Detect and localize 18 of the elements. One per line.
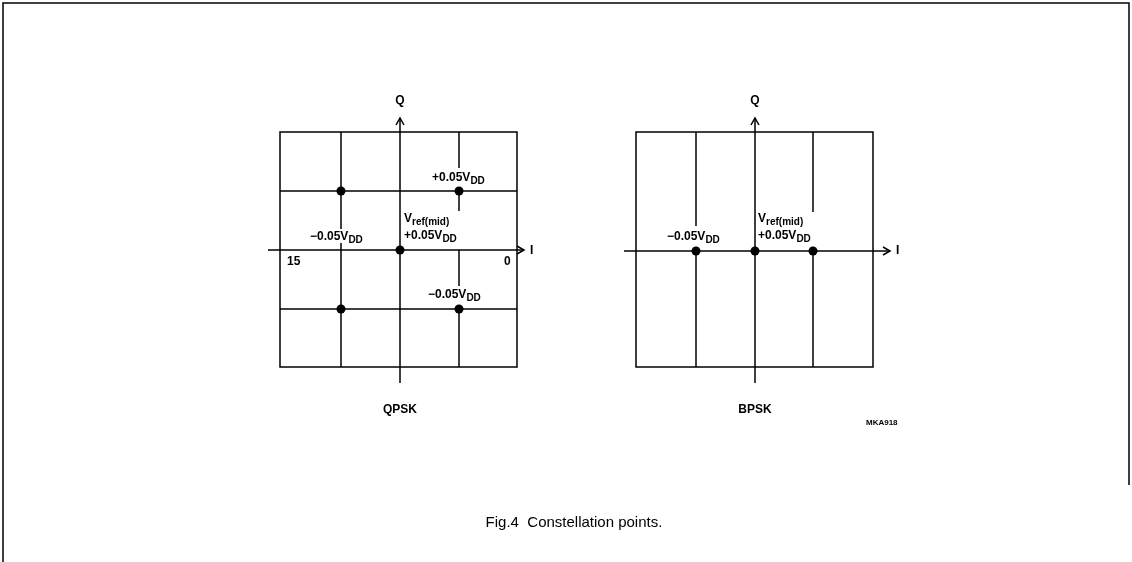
code-label: 15 [287, 254, 301, 268]
code-label: 0 [504, 254, 511, 268]
voltage-label: V$_{ref(mid)}$ [758, 211, 804, 225]
figure-caption: Fig.4 Constellation points. [485, 513, 663, 531]
voltage-label: V$_{ref(mid)}$ [404, 211, 450, 225]
voltage-label: −0.05V$_{DD}$ [667, 229, 720, 243]
axis-label: I [530, 243, 534, 257]
figure-code: MKA918 [866, 418, 898, 428]
voltage-label: −0.05V$_{DD}$ [428, 287, 481, 301]
voltage-label: +0.05V$_{DD}$ [432, 170, 485, 184]
axis-label: I [896, 243, 900, 257]
panel-title: QPSK [383, 402, 417, 416]
panel-title: BPSK [738, 402, 772, 416]
axis-label: Q [750, 93, 760, 107]
voltage-label: +0.05V$_{DD}$ [404, 228, 457, 242]
axis-label: Q [395, 93, 405, 107]
voltage-label: −0.05V$_{DD}$ [310, 229, 363, 243]
voltage-label: +0.05V$_{DD}$ [758, 228, 811, 242]
